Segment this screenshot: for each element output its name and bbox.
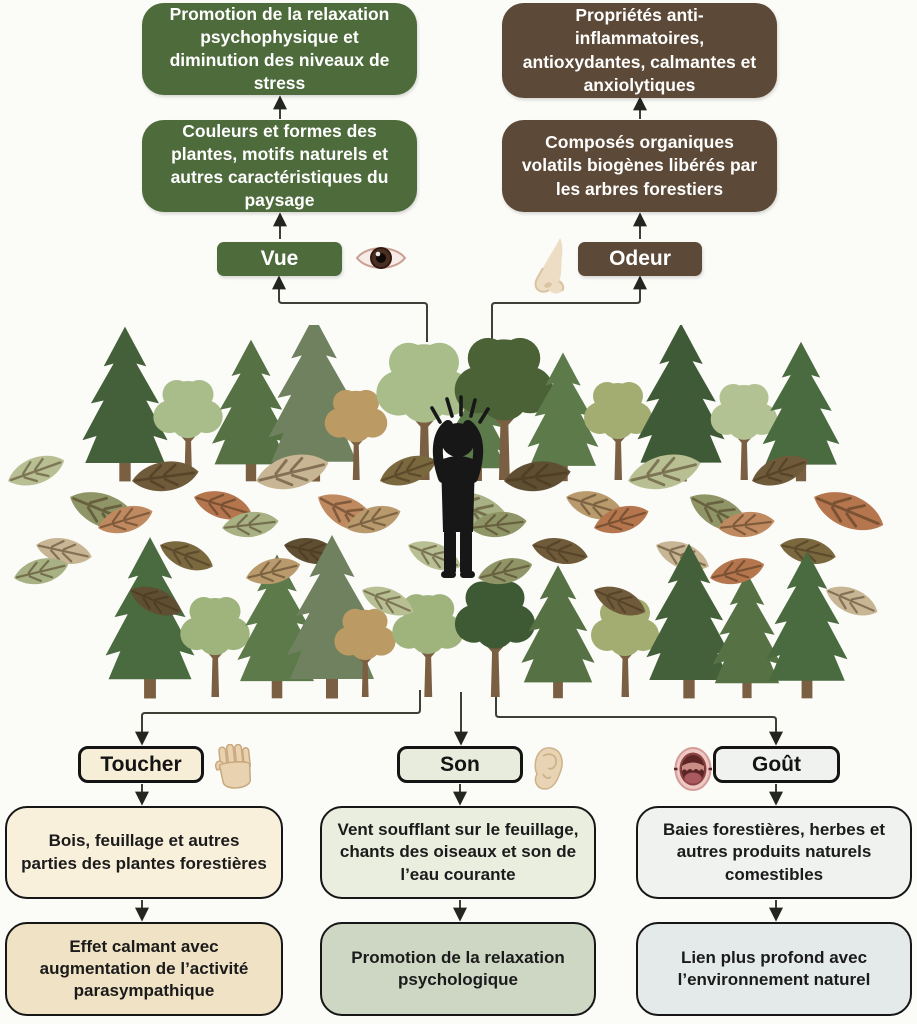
son-outcome-text: Promotion de la relaxation psychologique: [351, 947, 565, 989]
gout-label-text: Goût: [752, 752, 801, 776]
son-label: Son: [397, 746, 523, 783]
eye-icon: [355, 247, 407, 269]
nose-icon: [534, 238, 565, 294]
toucher-stimulus-box: Bois, feuillage et autres parties des pl…: [5, 806, 283, 899]
toucher-outcome-box: Effet calmant avec augmentation de l’act…: [5, 922, 283, 1016]
gout-stimulus-box: Baies forestières, herbes et autres prod…: [636, 806, 912, 899]
vue-label: Vue: [217, 242, 342, 276]
vue-stimulus-text: Couleurs et formes des plantes, motifs n…: [170, 120, 389, 211]
hand-icon: [214, 744, 252, 789]
gout-stimulus-text: Baies forestières, herbes et autres prod…: [662, 820, 886, 884]
odeur-outcome-text: Propriétés anti-inflammatoires, antioxyd…: [522, 5, 757, 95]
vue-label-text: Vue: [260, 247, 299, 270]
ear-icon: [534, 747, 563, 790]
forest-illustration: [2, 325, 891, 699]
gout-outcome-text: Lien plus profond avec l’environnement n…: [677, 947, 871, 989]
vue-outcome-text: Promotion de la relaxation psychophysiqu…: [169, 3, 390, 94]
gout-outcome-box: Lien plus profond avec l’environnement n…: [636, 922, 912, 1016]
odeur-label: Odeur: [578, 242, 702, 276]
odeur-stimulus-box: Composés organiques volatils biogènes li…: [502, 120, 777, 212]
toucher-label: Toucher: [78, 746, 204, 783]
odeur-outcome-box: Propriétés anti-inflammatoires, antioxyd…: [502, 3, 777, 98]
gout-label: Goût: [713, 746, 840, 783]
son-outcome-box: Promotion de la relaxation psychologique: [320, 922, 596, 1016]
toucher-label-text: Toucher: [100, 752, 182, 776]
toucher-outcome-text: Effet calmant avec augmentation de l’act…: [39, 936, 249, 1001]
odeur-stimulus-text: Composés organiques volatils biogènes li…: [521, 132, 758, 199]
odeur-label-text: Odeur: [609, 247, 671, 270]
vue-outcome-box: Promotion de la relaxation psychophysiqu…: [142, 3, 417, 95]
son-stimulus-box: Vent soufflant sur le feuillage, chants …: [320, 806, 596, 899]
son-label-text: Son: [440, 752, 480, 776]
toucher-stimulus-text: Bois, feuillage et autres parties des pl…: [21, 831, 267, 873]
son-stimulus-text: Vent soufflant sur le feuillage, chants …: [337, 820, 579, 884]
vue-stimulus-box: Couleurs et formes des plantes, motifs n…: [142, 120, 417, 212]
stressed-person-icon: [430, 395, 490, 578]
mouth-icon: [674, 747, 712, 791]
